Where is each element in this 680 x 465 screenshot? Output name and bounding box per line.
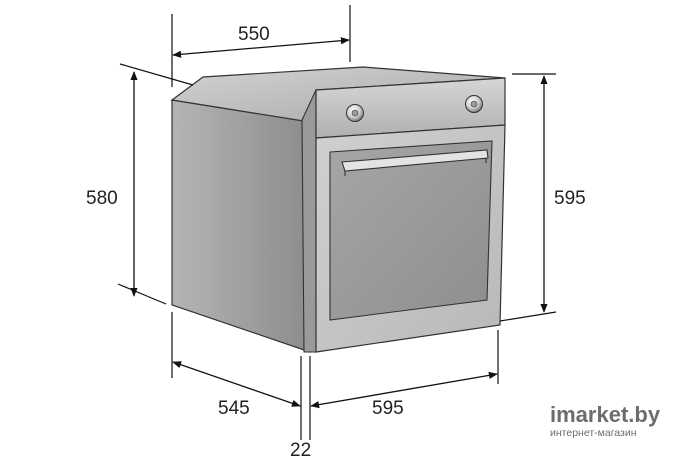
arrow-icon (172, 37, 350, 58)
knob-icon (346, 104, 364, 122)
dimension-left-height: 580 (86, 188, 118, 209)
watermark-brand: imarket.by (550, 402, 661, 427)
watermark-tagline: интернет-магазин (550, 427, 637, 439)
dimension-arrows (130, 37, 548, 409)
knob-icon (465, 95, 483, 113)
oven-side-face (171, 99, 311, 353)
oven-front-flange (301, 89, 317, 353)
oven-door-handle (341, 149, 489, 172)
arrow-icon (310, 371, 498, 409)
arrow-icon (172, 361, 301, 407)
dimension-top-depth: 550 (238, 24, 270, 45)
dimension-bottom-depth: 545 (218, 398, 250, 419)
dimension-right-height: 595 (554, 188, 586, 209)
oven-door-window (329, 140, 493, 321)
extension-lines (117, 5, 557, 440)
dimension-panel-thickness: 22 (290, 440, 311, 460)
dimension-bottom-width: 595 (372, 398, 404, 419)
oven-body (170, 66, 506, 353)
